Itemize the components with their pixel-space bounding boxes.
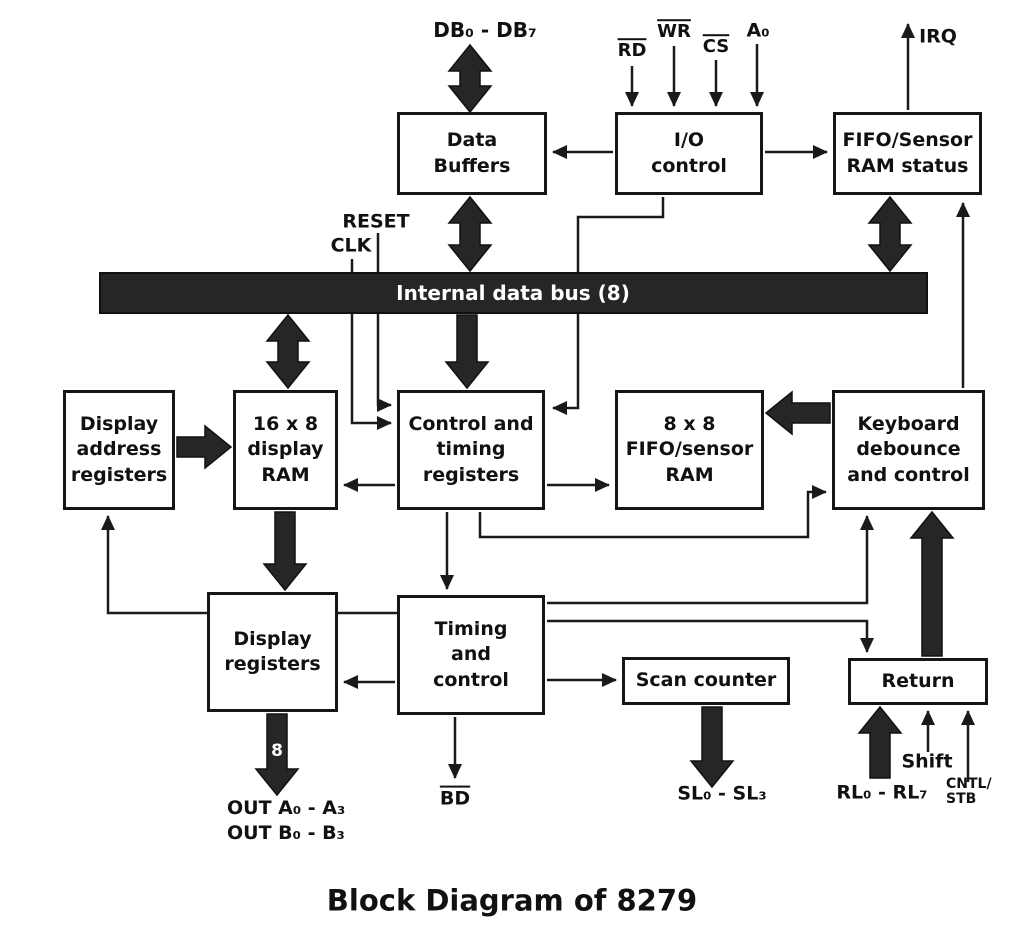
diagram-title: Block Diagram of 8279 [326, 883, 698, 918]
line-reset-input [376, 233, 392, 412]
label-cs-pin: CS [702, 36, 730, 58]
arrow-ram-to-display-regs [262, 511, 308, 592]
label-rl-pins: RL₀ - RL₇ [836, 781, 928, 804]
block-scan-counter: Scan counter [622, 657, 790, 705]
label-out-a-pins: OUT A₀ - A₃ [227, 797, 346, 819]
label-db-pins: DB₀ - DB₇ [433, 18, 537, 42]
block-display-address-registers: Display address registers [63, 390, 175, 510]
arrow-rl-to-return [857, 705, 903, 779]
arrow-db-to-buffers [447, 43, 493, 114]
arrow-display-regs-to-out [254, 713, 300, 797]
line-timing-to-keyboard [547, 515, 874, 605]
block-display-ram: 16 x 8 display RAM [233, 390, 338, 510]
label-internal-data-bus: Internal data bus (8) [396, 281, 630, 305]
line-displayregs-to-addr [101, 515, 207, 615]
label-shift-pin: Shift [901, 750, 953, 773]
arrow-keyboard-to-fifo-ram [764, 390, 831, 436]
line-ctrl-to-keyboard [478, 485, 827, 539]
arrow-bus-to-ctrl-timing [444, 314, 490, 390]
block-timing-control: Timing and control [397, 595, 545, 715]
label-clk-pin: CLK [330, 234, 372, 257]
label-rd-pin: RD [617, 40, 647, 62]
block-io-control: I/O control [615, 112, 763, 195]
block-data-buffers: Data Buffers [397, 112, 547, 195]
arrow-return-to-keyboard [909, 510, 955, 657]
block-fifo-sensor-ram: 8 x 8 FIFO/sensor RAM [615, 390, 764, 510]
arrow-addr-to-display-ram [176, 424, 233, 470]
block-return: Return [848, 658, 988, 705]
arrow-scan-to-sl [689, 706, 735, 789]
label-out-bus-width: 8 [271, 740, 283, 761]
block-control-timing-registers: Control and timing registers [397, 390, 545, 510]
label-reset-pin: RESET [342, 210, 410, 233]
arrow-bus-display-ram [265, 313, 311, 390]
line-io-to-ctrl-timing [552, 197, 665, 415]
block-keyboard-debounce: Keyboard debounce and control [832, 390, 985, 510]
label-sl-pins: SL₀ - SL₃ [677, 782, 767, 805]
label-out-b-pins: OUT B₀ - B₃ [227, 822, 345, 844]
block-display-registers: Display registers [207, 592, 338, 712]
label-a0-pin: A₀ [746, 19, 770, 42]
label-irq-pin: IRQ [919, 25, 957, 48]
line-timing-to-return [547, 619, 874, 653]
label-bd-pin: BD [439, 787, 471, 810]
label-cntl-stb-pin: CNTL/ STB [946, 776, 992, 808]
arrow-bus-fifo-status [867, 195, 913, 273]
internal-data-bus [99, 272, 928, 314]
arrow-buffers-bus [447, 195, 493, 273]
label-wr-pin: WR [657, 21, 691, 43]
block-fifo-sensor-ram-status: FIFO/Sensor RAM status [833, 112, 982, 195]
